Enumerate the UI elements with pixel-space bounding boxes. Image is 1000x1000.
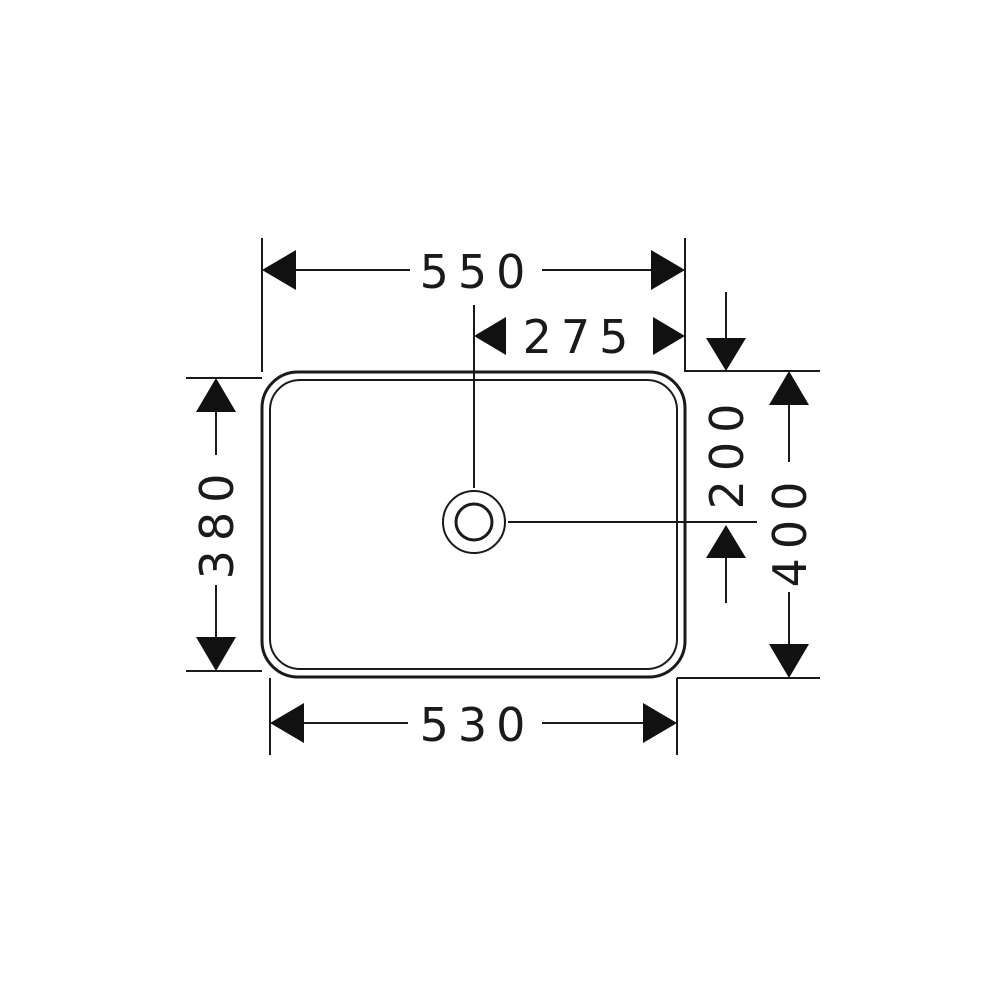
arrow-275-right	[653, 317, 685, 355]
dimension-200-label: 200	[700, 395, 754, 510]
arrow-380-top	[196, 378, 236, 412]
arrow-275-left	[474, 317, 506, 355]
arrow-400-top	[769, 371, 809, 405]
arrow-400-bottom	[769, 644, 809, 678]
arrow-530-left	[270, 703, 304, 743]
dimension-530-label: 530	[420, 698, 535, 752]
arrow-530-right	[643, 703, 677, 743]
drain-inner-ring	[454, 502, 494, 542]
dimension-275-label: 275	[523, 310, 638, 364]
dimension-380-label: 380	[190, 465, 244, 580]
arrow-550-right	[651, 250, 685, 290]
arrow-380-bottom	[196, 637, 236, 671]
dimension-400-label: 400	[763, 473, 817, 588]
arrow-200-top	[706, 338, 746, 371]
arrow-200-bottom	[706, 525, 746, 558]
dimension-550-label: 550	[420, 245, 535, 299]
drain-outer-ring	[442, 490, 506, 554]
arrow-550-left	[262, 250, 296, 290]
